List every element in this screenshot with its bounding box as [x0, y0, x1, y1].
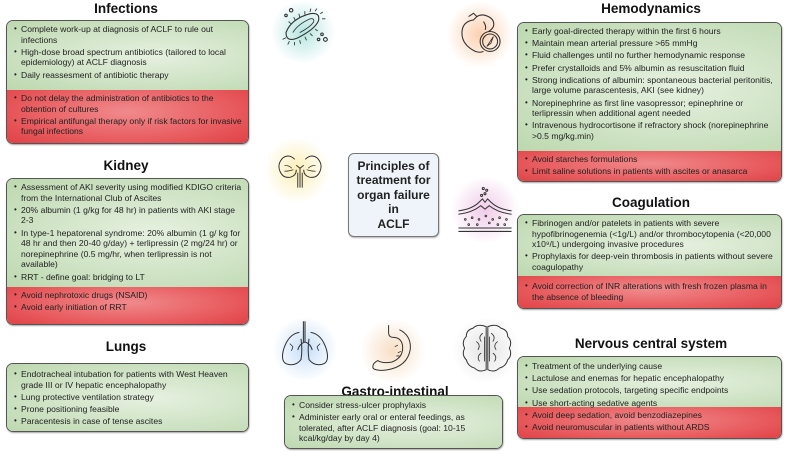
recommendation-item: High-dose broad spectrum antibiotics (ta… [14, 47, 242, 68]
warning-item: Limit saline solutions in patients with … [525, 166, 775, 177]
recommendation-item: Administer early oral or enteral feeding… [292, 412, 496, 444]
recommendation-item: Lung protective ventilation strategy [14, 392, 242, 403]
gastro-recommendations: Consider stress-ulcer prophylaxisAdminis… [285, 396, 502, 448]
nervous-card: Treatment of the underlying causeLactulo… [517, 356, 782, 439]
infections-warnings: Do not delay the administration of antib… [7, 90, 248, 143]
recommendation-list: Treatment of the underlying causeLactulo… [525, 361, 775, 408]
recommendation-item: Strong indications of albumin: spontaneo… [525, 75, 775, 96]
recommendation-item: Treatment of the underlying cause [525, 361, 775, 372]
brain-icon [462, 324, 512, 372]
blood-vessel-icon [458, 187, 512, 232]
bacteria-icon [282, 8, 328, 46]
warning-item: Avoid correction of INR alterations with… [525, 281, 775, 302]
recommendation-item: Lactulose and enemas for hepatic encepha… [525, 373, 775, 384]
lungs-icon [281, 321, 329, 366]
coagulation-recommendations: Fibrinogen and/or patelets in patients w… [518, 215, 781, 276]
warning-list: Avoid starches formulationsLimit saline … [525, 154, 775, 177]
center-line: Principles of [357, 158, 430, 173]
lungs-card: Endotracheal intubation for patients wit… [6, 363, 249, 432]
hemodynamics-title: Hemodynamics [601, 1, 701, 16]
recommendation-item: Maintain mean arterial pressure >65 mmHg [525, 38, 775, 49]
center-line: organ failure [357, 187, 430, 202]
coagulation-title: Coagulation [612, 195, 690, 210]
kidney-card: Assessment of AKI severity using modifie… [6, 178, 249, 325]
hemodynamics-recommendations: Early goal-directed therapy within the f… [518, 23, 781, 151]
recommendation-item: Prefer crystalloids and 5% albumin as re… [525, 63, 775, 74]
recommendation-item: Use short-acting sedative agents [525, 398, 775, 409]
warning-item: Avoid nephrotoxic drugs (NSAID) [14, 290, 242, 301]
warning-item: Empirical antifungal therapy only if ris… [14, 116, 242, 137]
warning-list: Avoid correction of INR alterations with… [525, 281, 775, 302]
hemodynamics-card: Early goal-directed therapy within the f… [517, 22, 782, 182]
coagulation-warnings: Avoid correction of INR alterations with… [518, 276, 781, 308]
center-line: in [388, 202, 399, 217]
warning-list: Avoid deep sedation, avoid benzodiazepin… [525, 410, 775, 433]
coagulation-card: Fibrinogen and/or patelets in patients w… [517, 214, 782, 309]
nervous-recommendations: Treatment of the underlying causeLactulo… [518, 357, 781, 408]
recommendation-item: RRT - define goal: bridging to LT [14, 272, 242, 283]
warning-item: Do not delay the administration of antib… [14, 93, 242, 114]
recommendation-list: Endotracheal intubation for patients wit… [14, 369, 242, 427]
gastro-card: Consider stress-ulcer prophylaxisAdminis… [284, 395, 503, 449]
warning-item: Avoid neuromuscular in patients without … [525, 422, 775, 433]
stomach-icon [372, 325, 411, 371]
warning-list: Do not delay the administration of antib… [14, 93, 242, 137]
warning-item: Avoid starches formulations [525, 154, 775, 165]
center-line: ACLF [377, 216, 410, 231]
infections-recommendations: Complete work-up at diagnosis of ACLF to… [7, 21, 248, 90]
recommendation-item: Early goal-directed therapy within the f… [525, 26, 775, 37]
nervous-warnings: Avoid deep sedation, avoid benzodiazepin… [518, 407, 781, 438]
recommendation-item: Use sedation protocols, targeting specif… [525, 385, 775, 396]
lungs-title: Lungs [105, 339, 147, 354]
kidney-icon [278, 155, 322, 188]
infections-card: Complete work-up at diagnosis of ACLF to… [6, 20, 249, 144]
kidney-recommendations: Assessment of AKI severity using modifie… [7, 179, 248, 287]
warning-item: Avoid deep sedation, avoid benzodiazepin… [525, 410, 775, 421]
lungs-recommendations: Endotracheal intubation for patients wit… [7, 364, 248, 431]
nervous-title: Nervous central system [574, 336, 728, 351]
recommendation-item: Consider stress-ulcer prophylaxis [292, 400, 496, 411]
recommendation-item: 20% albumin (1 g/kg for 48 hr) in patien… [14, 205, 242, 226]
recommendation-item: Endotracheal intubation for patients wit… [14, 369, 242, 390]
heart-gauge-icon [461, 12, 501, 53]
recommendation-item: Fibrinogen and/or patelets in patients w… [525, 218, 775, 250]
recommendation-list: Assessment of AKI severity using modifie… [14, 182, 242, 282]
warning-list: Avoid nephrotoxic drugs (NSAID)Avoid ear… [14, 290, 242, 313]
recommendation-item: In type-1 hepatorenal syndrome: 20% albu… [14, 228, 242, 270]
center-title-box: Principles of treatment for organ failur… [348, 153, 439, 237]
recommendation-item: Complete work-up at diagnosis of ACLF to… [14, 24, 242, 45]
recommendation-list: Complete work-up at diagnosis of ACLF to… [14, 24, 242, 80]
recommendation-item: Norepinephrine as first line vasopressor… [525, 98, 775, 119]
recommendation-list: Fibrinogen and/or patelets in patients w… [525, 218, 775, 273]
recommendation-item: Prone positioning feasible [14, 404, 242, 415]
infections-title: Infections [94, 1, 158, 16]
recommendation-item: Daily reassesment of antibiotic therapy [14, 70, 242, 81]
recommendation-item: Assessment of AKI severity using modifie… [14, 182, 242, 203]
recommendation-item: Intravenous hydrocortisone if refractory… [525, 120, 775, 141]
kidney-warnings: Avoid nephrotoxic drugs (NSAID)Avoid ear… [7, 287, 248, 324]
recommendation-list: Early goal-directed therapy within the f… [525, 26, 775, 142]
recommendation-item: Paracentesis in case of tense ascites [14, 416, 242, 427]
center-line: treatment for [356, 173, 431, 188]
bacteria-glow [268, 2, 338, 62]
recommendation-list: Consider stress-ulcer prophylaxisAdminis… [292, 400, 496, 444]
recommendation-item: Fluid challenges until no further hemody… [525, 50, 775, 61]
heart-glow [445, 2, 515, 67]
hemodynamics-warnings: Avoid starches formulationsLimit saline … [518, 151, 781, 181]
kidney-title: Kidney [103, 158, 149, 173]
stomach-glow [358, 320, 428, 382]
recommendation-item: Prophylaxis for deep-vein thrombosis in … [525, 251, 775, 272]
warning-item: Avoid early initiation of RRT [14, 302, 242, 313]
